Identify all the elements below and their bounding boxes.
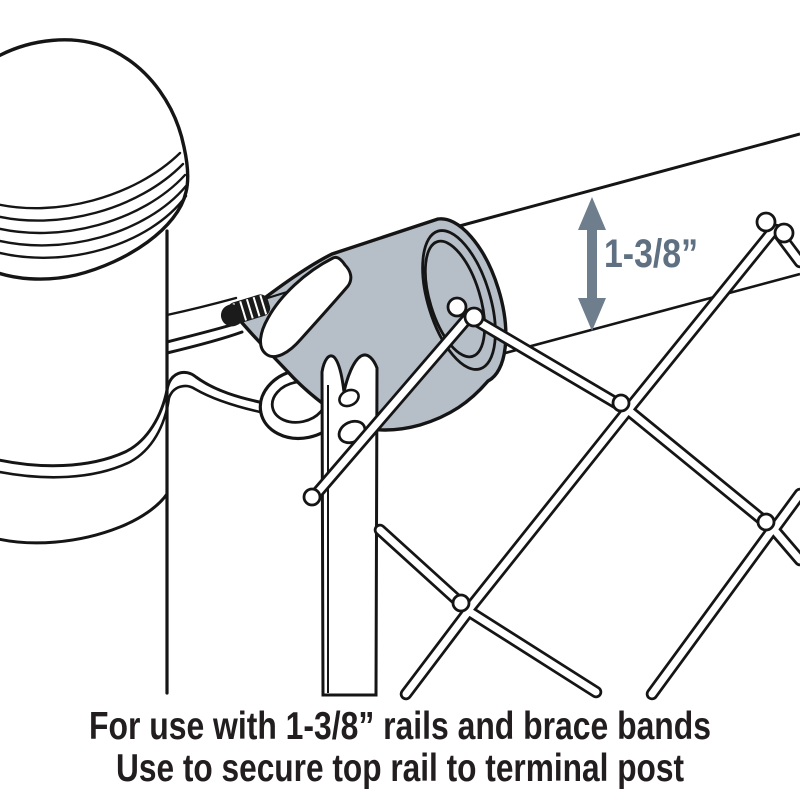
rail-end-cup-mouth-rings: [421, 229, 497, 371]
brace-band-strap-far-edge: [165, 296, 238, 317]
caption-line-2: Use to secure top rail to terminal post: [116, 747, 684, 790]
carriage-bolt: [220, 290, 288, 327]
strap-hole-upper: [338, 388, 360, 408]
terminal-post: [0, 38, 190, 697]
carriage-bolt-head: [220, 304, 243, 327]
dimension-arrow: [578, 197, 606, 331]
dimension-label: 1-3/8”: [604, 232, 698, 276]
rail-end-cup-body: [236, 217, 508, 432]
brace-band-strap-top: [165, 321, 240, 344]
brace-band-front-bottom: [0, 492, 169, 545]
caption: For use with 1-3/8” rails and brace band…: [89, 705, 711, 790]
brace-band-strap-bottom: [165, 330, 244, 355]
top-rail-upper-edge: [451, 132, 800, 230]
top-rail-body: [450, 134, 800, 364]
chain-link-mesh: [302, 211, 800, 701]
caption-line-1: For use with 1-3/8” rails and brace band…: [89, 705, 711, 748]
post-cap: [0, 38, 190, 281]
dimension-callout: 1-3/8”: [578, 197, 698, 331]
brace-band-front-top-inner: [0, 384, 262, 479]
rail-end-cup: [236, 217, 508, 432]
carriage-bolt-threads: [232, 294, 268, 323]
rail-end-cup-saddle: [259, 255, 353, 359]
cup-mounting-strap: [320, 353, 379, 697]
post-cap-ridges: [0, 151, 188, 259]
brace-band-front-top: [0, 370, 266, 468]
mesh-knuckles: [302, 211, 795, 613]
